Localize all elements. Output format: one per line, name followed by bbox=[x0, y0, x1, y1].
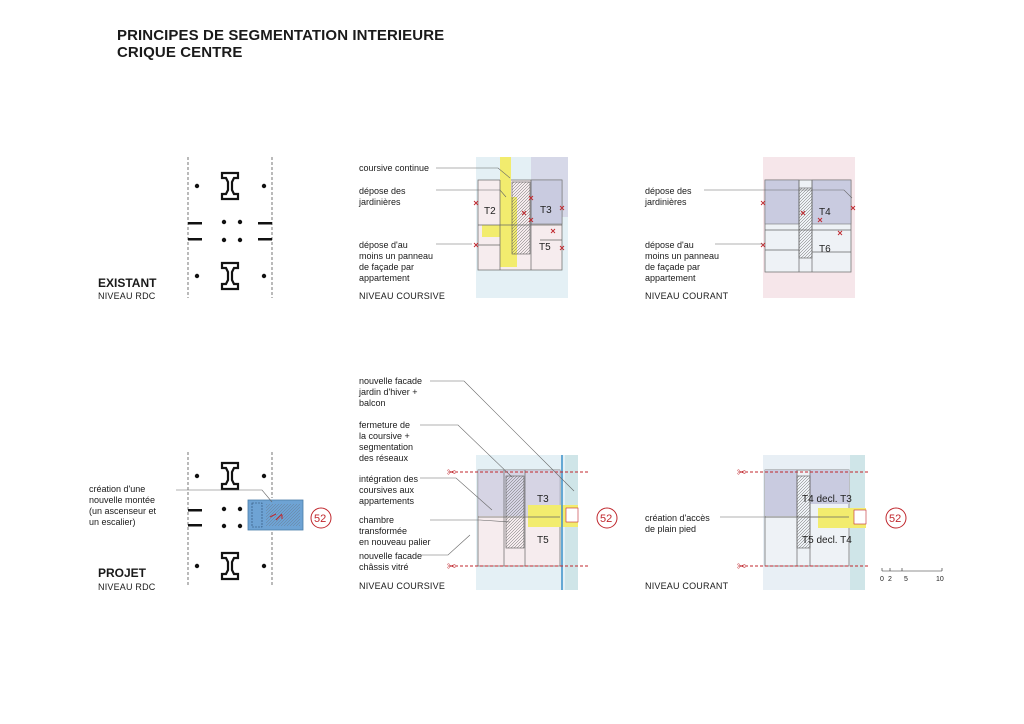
ann-depose-jardinieres: dépose des jardinières bbox=[359, 186, 406, 207]
projet-coursive-label: NIVEAU COURSIVE bbox=[359, 581, 446, 591]
existant-courant-plan: T4 T6 bbox=[704, 157, 856, 298]
ann-fermeture-coursive: fermeture de la coursive + segmentation … bbox=[359, 420, 414, 463]
projet-sub: NIVEAU RDC bbox=[98, 582, 156, 592]
ann-courant-depose-jardinieres: dépose des jardinières bbox=[645, 186, 692, 207]
existant-coursive-plan: T2 T3 T5 bbox=[436, 157, 568, 298]
ann-nouvelle-facade-jardin: nouvelle facade jardin d'hiver + balcon bbox=[359, 376, 423, 408]
projet-rdc-plan: 52 bbox=[176, 452, 332, 585]
ann-depose-panneau: dépose d'au moins un panneau de façade p… bbox=[359, 240, 434, 283]
room-t6: T6 bbox=[819, 244, 831, 255]
room-t4: T4 bbox=[819, 207, 831, 218]
existant-heading: EXISTANT bbox=[98, 276, 157, 290]
existant-coursive-label: NIVEAU COURSIVE bbox=[359, 291, 446, 301]
badge-52-rdc bbox=[310, 507, 332, 529]
existant-sub: NIVEAU RDC bbox=[98, 291, 156, 301]
ann-nouvelle-montee: création d'une nouvelle montée (un ascen… bbox=[89, 484, 157, 527]
projet-courant-plan: ✂ ✂ T4 decl. T3 T5 decl. T4 52 bbox=[720, 455, 907, 590]
scissors-icon: ✂ bbox=[447, 560, 456, 573]
badge-52-coursive-text: 52 bbox=[600, 513, 612, 525]
existant-rdc-plan bbox=[187, 157, 273, 298]
ann-facade-chassis: nouvelle facade châssis vitré bbox=[359, 551, 423, 572]
room-t5: T5 bbox=[537, 535, 549, 546]
room-t3: T3 bbox=[537, 494, 549, 505]
title-line-1: PRINCIPES DE SEGMENTATION INTERIEURE bbox=[117, 27, 445, 44]
scale-tick-5: 5 bbox=[904, 576, 908, 583]
ann-acces-plain-pied: création d'accès de plain pied bbox=[645, 513, 710, 534]
page-title: PRINCIPES DE SEGMENTATION INTERIEURE CRI… bbox=[117, 27, 444, 61]
room-t5: T5 bbox=[539, 242, 551, 253]
scale-tick-10: 10 bbox=[936, 576, 944, 583]
scale-bar: 0 2 5 10 bbox=[880, 568, 944, 583]
projet-coursive-plan: ✂ ✂ T3 T5 52 bbox=[420, 380, 618, 590]
existant-courant-label: NIVEAU COURANT bbox=[645, 291, 729, 301]
room-t2: T2 bbox=[484, 206, 496, 217]
scale-tick-0: 0 bbox=[880, 576, 884, 583]
projet-heading: PROJET bbox=[98, 566, 147, 580]
room-t5-decl-t4: T5 decl. T4 bbox=[802, 535, 852, 546]
badge-52-courant-text: 52 bbox=[889, 513, 901, 525]
ann-chambre-palier: chambre transformée en nouveau palier bbox=[359, 515, 431, 547]
scissors-icon: ✂ bbox=[447, 466, 456, 479]
scale-tick-2: 2 bbox=[888, 576, 892, 583]
projet-courant-label: NIVEAU COURANT bbox=[645, 581, 729, 591]
room-t4-decl-t3: T4 decl. T3 bbox=[802, 494, 852, 505]
room-t3: T3 bbox=[540, 205, 552, 216]
badge-52-rdc-text: 52 bbox=[314, 513, 326, 525]
ann-integration-coursives: intégration des coursives aux appartemen… bbox=[359, 474, 419, 506]
badge-52-coursive bbox=[596, 507, 618, 529]
ann-coursive-continue: coursive continue bbox=[359, 163, 430, 173]
scissors-icon: ✂ bbox=[737, 466, 746, 479]
ann-courant-depose-panneau: dépose d'au moins un panneau de façade p… bbox=[645, 240, 720, 283]
scissors-icon: ✂ bbox=[737, 560, 746, 573]
badge-52-courant bbox=[885, 507, 907, 529]
title-line-2: CRIQUE CENTRE bbox=[117, 44, 243, 61]
